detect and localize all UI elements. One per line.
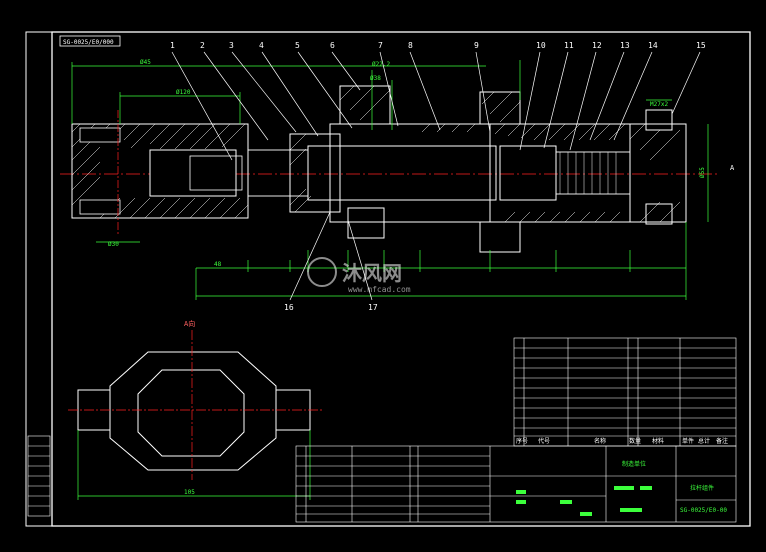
header-unit: 单件 [682,437,694,445]
dim-text-2: Ø120 [176,89,191,96]
balloon-7: 7 [378,41,383,50]
balloon-12: 12 [592,41,602,50]
section-arrow-a: A [730,164,735,172]
balloon-labels: 1 2 3 4 5 6 7 8 9 10 11 12 13 14 15 16 1… [170,41,706,312]
header-code: 代号 [538,437,550,445]
balloon-3: 3 [229,41,234,50]
balloon-16: 16 [284,303,294,312]
balloon-9: 9 [474,41,479,50]
dim-text-8: M27x2 [650,101,668,108]
watermark: 沐风网 www.mfcad.com [307,257,411,294]
dimension-lines [71,60,709,300]
balloon-5: 5 [295,41,300,50]
revision-strip [27,435,51,517]
dim-text-5: Ø30 [108,241,119,248]
drawing-name: 拉杆组件 [690,484,714,492]
balloon-10: 10 [536,41,546,50]
balloon-15: 15 [696,41,706,50]
drawing-number: SG-0025/E0-00 [680,507,727,514]
rod-assembly [247,85,687,253]
balloon-13: 13 [620,41,630,50]
title-block-fills [516,486,652,516]
dim-text-1: Ø45 [140,59,151,66]
parts-list-header: 序号 代号 名称 数量 材料 单件 总计 备注 [516,437,728,445]
header-material: 材料 [652,437,664,445]
header-qty: 数量 [629,437,641,445]
balloon-8: 8 [408,41,413,50]
balloon-1: 1 [170,41,175,50]
dim-text-7: 48 [214,261,222,268]
balloon-6: 6 [330,41,335,50]
a-view-label: A向 [184,319,195,328]
balloon-4: 4 [259,41,264,50]
company-name: 制造单位 [622,460,646,468]
header-seq: 序号 [516,437,528,445]
balloon-11: 11 [564,41,574,50]
inner-border [51,31,751,527]
balloon-14: 14 [648,41,658,50]
header-name: 名称 [594,437,606,445]
title-tag-box [59,35,121,47]
a-view-width: 105 [184,489,195,496]
watermark-url: www.mfcad.com [348,285,411,294]
header-total: 总计 [698,437,710,445]
balloon-2: 2 [200,41,205,50]
left-clevis [71,110,249,236]
header-note: 备注 [716,437,728,445]
dim-text-4: Ø38 [370,75,381,82]
watermark-brand: 沐风网 [342,261,402,285]
dim-text-9: Ø55 [699,167,706,178]
a-view: A向 105 [68,319,322,500]
parts-list-upper [513,337,737,447]
balloon-17: 17 [368,303,378,312]
title-block [295,445,737,523]
title-tag: SG-0025/E0/000 [63,39,114,46]
balloon-leaders [171,51,701,301]
dim-text-3: Ø22.2 [372,61,390,68]
